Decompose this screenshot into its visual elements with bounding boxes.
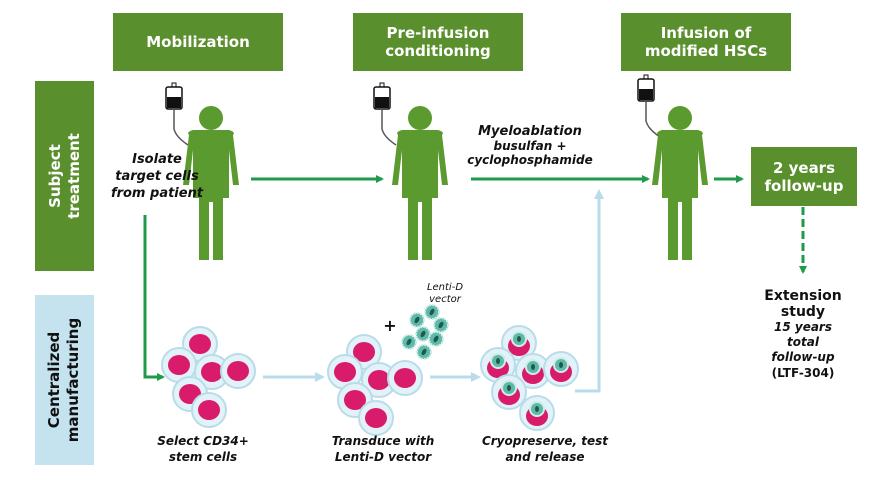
vector-particle-icon	[401, 334, 417, 350]
phase-header-label: Mobilization	[146, 33, 250, 51]
iv-bag-icon	[373, 82, 397, 146]
myeloablation-title: Myeloablation	[478, 124, 582, 139]
isolate-label: Isolate target cells from patient	[110, 152, 204, 201]
select-cells-label: Select CD34+ stem cells	[157, 434, 249, 464]
patient-figure-infusion	[637, 74, 708, 260]
person-icon	[652, 106, 708, 260]
plus-sign: +	[383, 316, 397, 335]
transduced-cell	[543, 351, 579, 387]
extension-study-detail: 15 years total follow-up	[771, 320, 835, 364]
phase-header-mobilization: Mobilization	[113, 13, 283, 71]
extension-study-title: Extension study	[764, 288, 842, 320]
vector-particle-icon	[428, 331, 444, 347]
arrow-isolate-to-select	[143, 215, 165, 381]
extension-study-code: (LTF-304)	[771, 366, 835, 380]
cryopreserve-label: Cryopreserve, test and release	[481, 434, 609, 464]
arrow-cryopreserve-to-infusion	[575, 189, 604, 393]
iv-bag-icon	[637, 74, 661, 138]
vector-particle-icon	[416, 344, 432, 360]
transduced-cell	[519, 395, 555, 431]
phase-header-pre-infusion: Pre-infusion conditioning	[353, 13, 523, 71]
follow-up-label: 2 years follow-up	[764, 158, 844, 195]
vector-label: Lenti-D vector	[426, 282, 464, 305]
stem-cell	[387, 360, 423, 396]
cell-cluster-transduced	[480, 325, 579, 431]
phase-header-label: Pre-infusion conditioning	[385, 24, 491, 60]
stem-cell	[358, 400, 394, 436]
vector-particle-icon	[415, 326, 431, 342]
phase-header-infusion: Infusion of modified HSCs	[621, 13, 791, 71]
person-icon	[392, 106, 448, 260]
patient-figure-conditioning	[373, 82, 448, 260]
cell-cluster-cd34	[161, 326, 256, 428]
vector-particle-icon	[409, 312, 425, 328]
cell-cluster-transduce	[327, 334, 423, 436]
row-label-centralized-manufacturing: Centralized manufacturing	[35, 295, 94, 465]
phase-header-label: Infusion of modified HSCs	[644, 24, 768, 60]
iv-bag-icon	[165, 82, 189, 146]
lenti-d-vector-cluster	[401, 304, 449, 360]
vector-particle-icon	[424, 304, 440, 320]
vector-particle-icon	[433, 317, 449, 333]
stem-cell	[220, 353, 256, 389]
follow-up-box: 2 years follow-up	[751, 147, 857, 206]
transduce-label: Transduce with Lenti-D vector	[331, 434, 435, 464]
row-label-subject-treatment: Subject treatment	[35, 81, 94, 271]
transduced-cell	[491, 374, 527, 410]
myeloablation-detail: busulfan + cyclophosphamide	[467, 139, 593, 167]
stem-cell	[191, 392, 227, 428]
